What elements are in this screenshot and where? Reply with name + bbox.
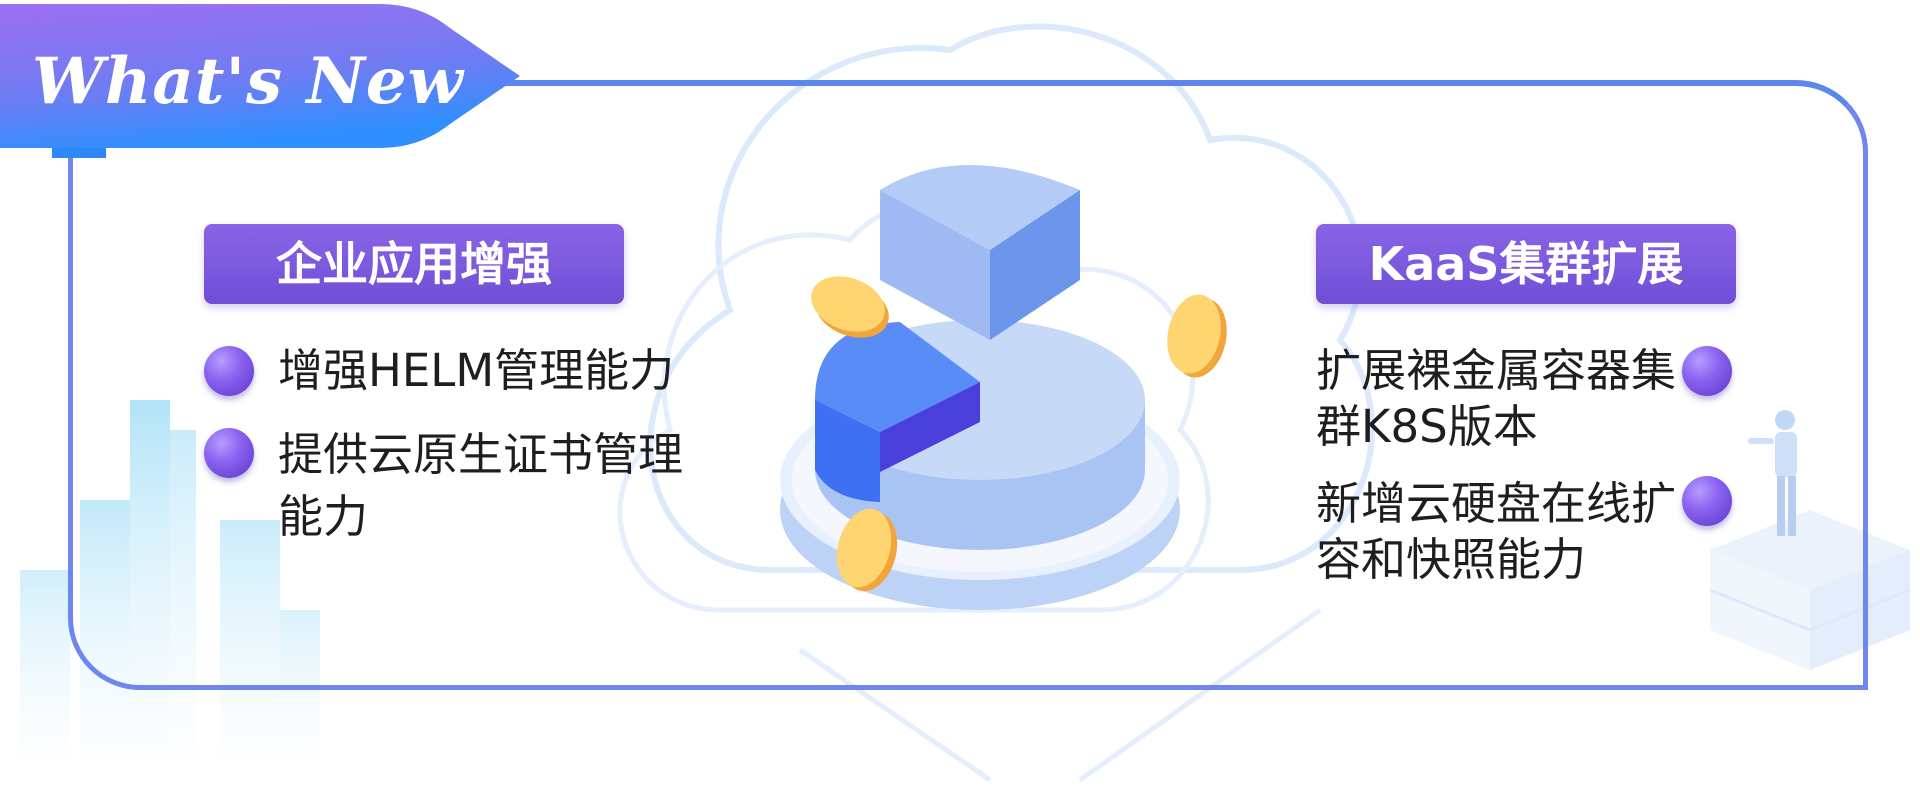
page-title: What's New	[32, 44, 464, 119]
cloud-outline	[617, 23, 1375, 783]
bullet-dot	[204, 346, 254, 396]
left-item-1-line-1: 增强HELM管理能力	[278, 344, 675, 397]
right-item-2-line-1: 新增云硬盘在线扩	[1316, 477, 1677, 530]
bullet-dot	[1682, 476, 1732, 526]
right-item-2-line-2: 容和快照能力	[1316, 533, 1587, 586]
content-frame	[68, 80, 1868, 690]
coin-icon	[811, 276, 889, 338]
right-section-heading: KaaS集群扩展	[1316, 224, 1736, 304]
left-section-heading: 企业应用增强	[204, 224, 624, 304]
coin-icon	[836, 508, 898, 592]
pie-chart-illustration	[780, 165, 1227, 610]
coin-icon	[1167, 294, 1227, 378]
right-item-1-line-1: 扩展裸金属容器集	[1316, 344, 1677, 397]
title-banner	[0, 4, 520, 158]
left-item-2-line-2: 能力	[278, 490, 369, 543]
right-item-1-line-2: 群K8S版本	[1316, 400, 1538, 453]
bullet-dot	[204, 428, 254, 478]
left-item-2-line-1: 提供云原生证书管理	[278, 428, 684, 481]
bullet-dot	[1682, 346, 1732, 396]
